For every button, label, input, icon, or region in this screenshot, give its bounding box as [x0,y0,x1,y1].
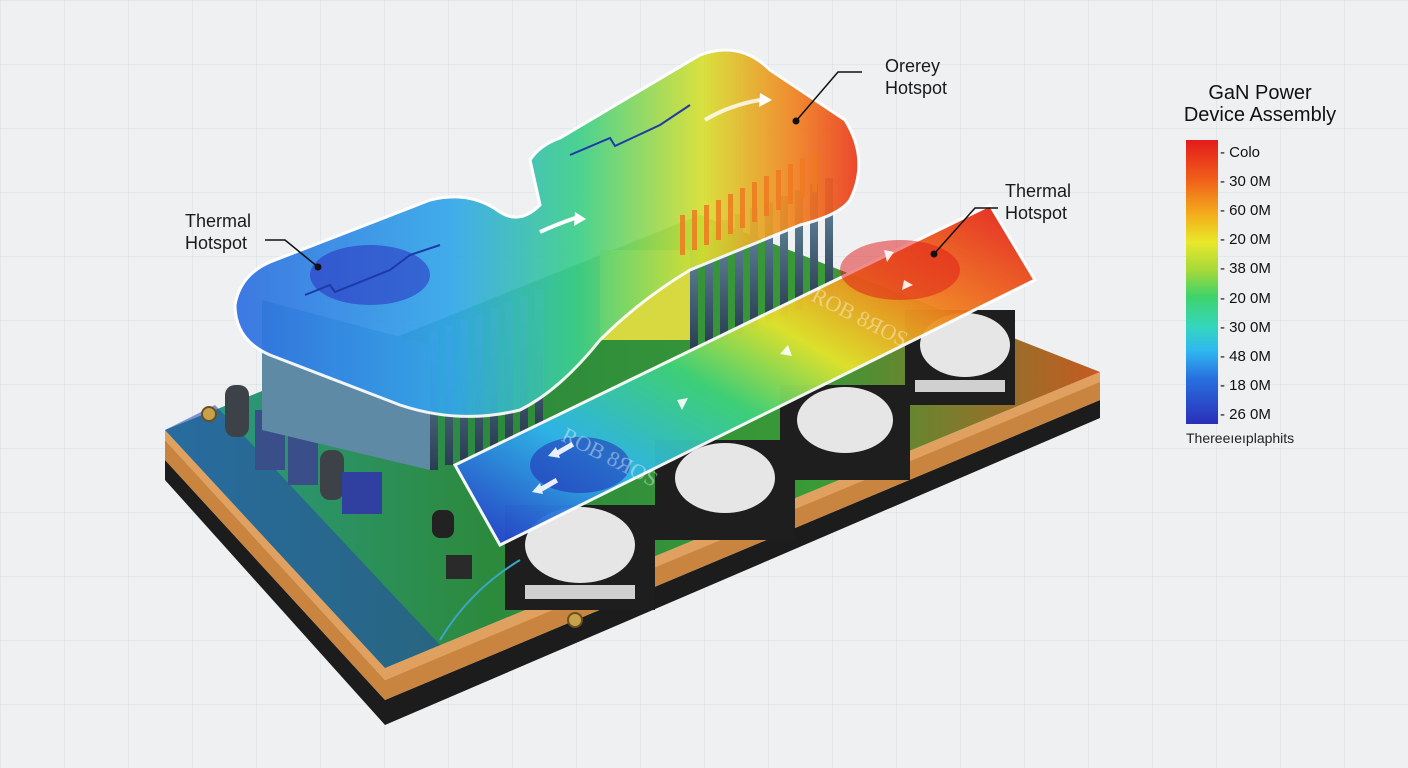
callout-top-line2: Hotspot [885,78,948,98]
legend-tick: 20 0M [1220,231,1271,249]
legend-tick: 60 0M [1220,202,1271,220]
callout-top-line1: Orerey [885,56,941,76]
legend-tick: 30 0M [1220,173,1271,191]
callout-right-thermal-hotspot: Thermal Hotspot [1005,180,1071,224]
callout-right-line1: Thermal [1005,181,1072,201]
legend-title-line2: Device Assembly [1183,104,1337,126]
legend-tick: Colo [1220,144,1271,162]
legend-tick: 30 0M [1220,319,1271,337]
probe-cable [439,559,521,641]
thermal-overlay-heatsinks [233,48,861,418]
callout-left-line2: Hotspot [185,233,248,253]
thermal-overlay-strip: ROB 8ЯOS ROB 8ЯOS [452,203,1038,547]
legend-tick: 20 0M [1220,290,1271,308]
legend-tick: 18 0M [1220,377,1271,395]
inductor-3 [780,385,910,480]
legend-tick: 38 0M [1220,260,1271,278]
legend-tick: 26 0M [1220,406,1271,424]
legend-title-line1: GaN Power [1208,82,1312,104]
callout-top-hotspot: Orerey Hotspot [885,55,947,99]
inductor-1 [505,505,655,610]
legend-color-bar [1186,140,1218,424]
inductor-2 [655,440,795,540]
legend-ticks: Colo 30 0M 60 0M 20 0M 38 0M 20 0M 30 0M… [1220,140,1271,424]
legend-title: GaN Power Device Assembly [1170,82,1350,126]
callout-lines [265,71,998,268]
legend-tick: 48 0M [1220,348,1271,366]
callout-right-line2: Hotspot [1005,203,1068,223]
inductors [505,310,1015,610]
callout-left-line1: Thermal [185,211,252,231]
legend-footer: Thereeıeıplaphits [1186,430,1295,446]
callout-left-thermal-hotspot: Thermal Hotspot [185,210,251,254]
